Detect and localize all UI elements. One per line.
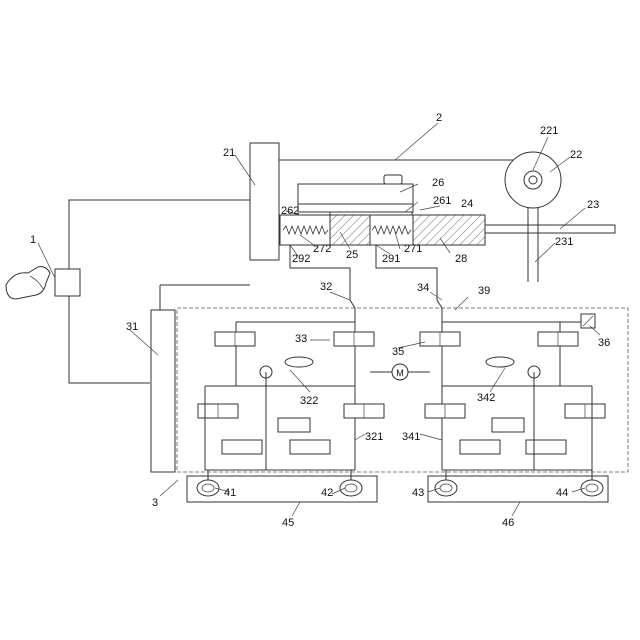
wheel-cylinders bbox=[187, 470, 608, 502]
motor-symbol: M bbox=[396, 368, 404, 378]
pedal-sensor-box bbox=[55, 269, 80, 296]
label-342: 342 bbox=[477, 392, 495, 404]
controller-21 bbox=[250, 143, 279, 260]
left-hydraulic-circuit bbox=[198, 308, 384, 470]
label-271: 271 bbox=[404, 243, 422, 255]
label-221: 221 bbox=[540, 125, 558, 137]
label-23: 23 bbox=[587, 199, 599, 211]
label-291: 291 bbox=[382, 253, 400, 265]
label-43: 43 bbox=[412, 487, 424, 499]
label-272: 272 bbox=[313, 243, 331, 255]
label-261: 261 bbox=[433, 195, 451, 207]
label-1: 1 bbox=[30, 234, 36, 246]
label-22: 22 bbox=[570, 149, 582, 161]
label-21: 21 bbox=[223, 147, 235, 159]
label-28: 28 bbox=[455, 253, 467, 265]
piston-24 bbox=[413, 215, 485, 245]
label-33: 33 bbox=[295, 333, 307, 345]
label-39: 39 bbox=[478, 285, 490, 297]
label-44: 44 bbox=[556, 487, 568, 499]
label-24: 24 bbox=[461, 198, 473, 210]
label-36: 36 bbox=[598, 337, 610, 349]
label-42: 42 bbox=[321, 487, 333, 499]
label-3: 3 bbox=[152, 497, 158, 509]
label-341: 341 bbox=[402, 431, 420, 443]
label-262: 262 bbox=[281, 205, 299, 217]
cylinder-43 bbox=[435, 480, 457, 496]
label-32: 32 bbox=[320, 281, 332, 293]
label-2: 2 bbox=[436, 112, 442, 124]
piston-25 bbox=[330, 215, 370, 245]
label-45: 45 bbox=[282, 517, 294, 529]
label-26: 26 bbox=[432, 177, 444, 189]
wheel-22 bbox=[505, 152, 561, 282]
right-hydraulic-circuit bbox=[420, 308, 605, 470]
controller-31 bbox=[151, 310, 175, 472]
label-25: 25 bbox=[346, 249, 358, 261]
pump-motor: M bbox=[370, 364, 430, 380]
label-46: 46 bbox=[502, 517, 514, 529]
label-292: 292 bbox=[292, 253, 310, 265]
label-35: 35 bbox=[392, 346, 404, 358]
actuator-assembly bbox=[280, 175, 615, 245]
label-231: 231 bbox=[555, 236, 573, 248]
label-321: 321 bbox=[365, 431, 383, 443]
label-322: 322 bbox=[300, 395, 318, 407]
label-31: 31 bbox=[126, 321, 138, 333]
label-34: 34 bbox=[417, 282, 429, 294]
brake-pedal bbox=[6, 267, 80, 299]
label-41: 41 bbox=[224, 487, 236, 499]
cylinder-42 bbox=[340, 480, 362, 496]
